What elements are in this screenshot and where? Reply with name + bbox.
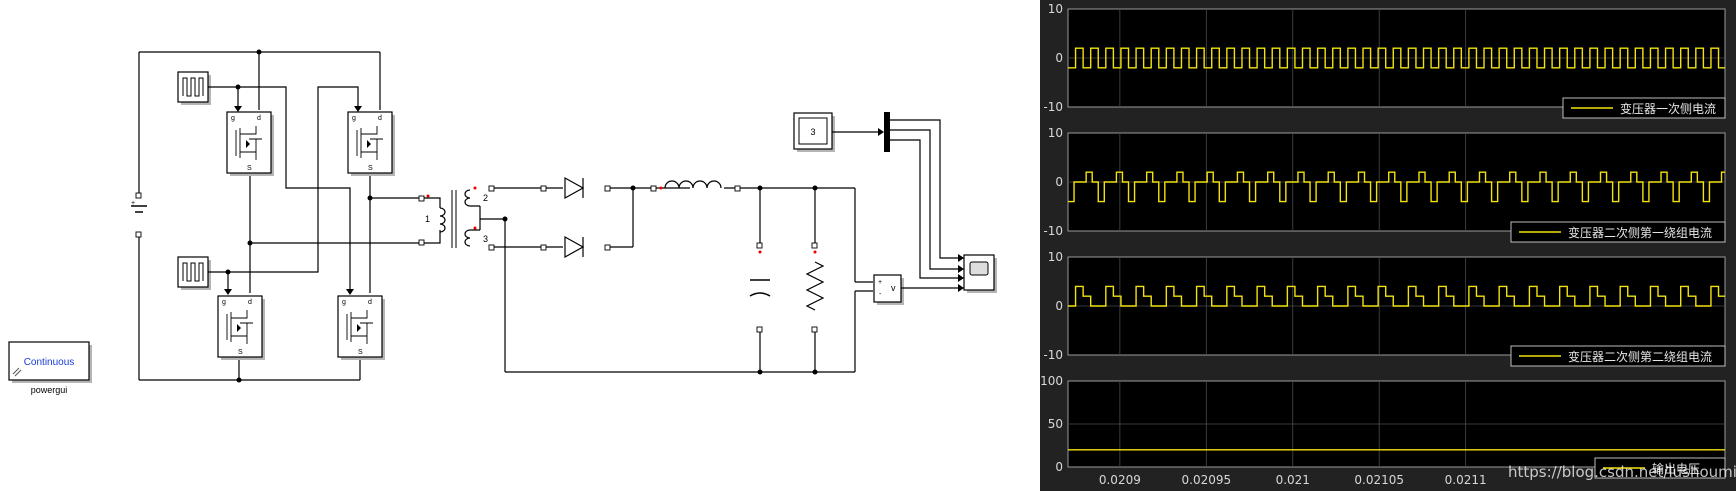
mosfet-1[interactable]: g d S — [226, 111, 274, 176]
powergui-block[interactable]: Continuous powergui — [8, 341, 92, 395]
powergui-label: powergui — [31, 385, 68, 395]
source-label: S — [238, 349, 243, 356]
gate-label: g — [222, 299, 226, 306]
x-tick-label: 0.02105 — [1354, 473, 1404, 487]
scope-plot-2[interactable]: 10 0 -10 变压器二次侧第一绕组电流 — [1043, 126, 1726, 243]
scope-plot-4[interactable]: 100 50 0 输出电压 — [1040, 374, 1726, 479]
capacitor[interactable] — [749, 188, 771, 372]
y-tick-label: 10 — [1048, 250, 1063, 264]
y-tick-label: 0 — [1055, 175, 1063, 189]
powergui-icon — [12, 367, 22, 377]
source-label: S — [247, 165, 252, 172]
drain-label: d — [248, 299, 252, 306]
source-label: S — [368, 165, 373, 172]
mux-block[interactable] — [884, 112, 964, 282]
mosfet-symbol-icon — [346, 310, 373, 344]
drain-label: d — [368, 299, 372, 306]
x-tick-label: 0.0211 — [1445, 473, 1487, 487]
vm-minus: - — [879, 291, 882, 298]
powergui-mode: Continuous — [24, 357, 75, 368]
transformer[interactable]: 1 2 3 — [418, 185, 508, 251]
secondary2-label: 3 — [483, 234, 488, 244]
watermark: https://blog.csdn.net/lushoumin — [1508, 463, 1736, 481]
dc-source[interactable]: + — [131, 52, 147, 380]
vm-plus: + — [878, 279, 882, 286]
secondary1-label: 2 — [483, 193, 488, 203]
primary-label: 1 — [425, 214, 430, 224]
constant-block[interactable]: 3 — [793, 112, 884, 152]
y-tick-label: 100 — [1040, 374, 1063, 388]
inductor[interactable] — [650, 180, 741, 192]
x-tick-label: 0.021 — [1276, 473, 1310, 487]
y-tick-label: 10 — [1048, 2, 1063, 16]
drain-label: d — [257, 115, 261, 122]
trace-line — [1068, 285, 1725, 307]
mosfet-2[interactable]: g d S — [347, 111, 395, 176]
mosfet-symbol-icon — [226, 310, 253, 344]
legend-label: 变压器二次侧第二绕组电流 — [1568, 349, 1712, 364]
scope-plot-3[interactable]: 10 0 -10 变压器二次侧第二绕组电流 — [1043, 250, 1726, 367]
scope-icon — [969, 261, 989, 276]
y-tick-label: 10 — [1048, 126, 1063, 140]
mosfet-3[interactable]: g d S — [217, 295, 265, 360]
legend-box — [1594, 457, 1726, 479]
pulse-generator-1[interactable] — [177, 71, 211, 105]
legend-label: 变压器二次侧第一绕组电流 — [1568, 225, 1712, 240]
x-axis-ticks: 0.0209 0.02095 0.021 0.02105 0.0211 — [1099, 473, 1487, 487]
pulse-icon — [182, 77, 204, 97]
gate-label: g — [231, 115, 235, 122]
legend-label: 变压器一次侧电流 — [1620, 101, 1716, 116]
mosfet-symbol-icon — [356, 126, 383, 160]
gate-label: g — [352, 115, 356, 122]
trace-line — [1068, 47, 1725, 69]
diode-1[interactable] — [540, 176, 611, 200]
x-tick-label: 0.0209 — [1099, 473, 1141, 487]
rectifier-wires — [494, 185, 873, 375]
mosfet-symbol-icon — [235, 126, 262, 160]
resistor[interactable] — [805, 188, 825, 372]
gate-label: g — [342, 299, 346, 306]
y-tick-label: -10 — [1043, 224, 1063, 238]
y-tick-label: -10 — [1043, 100, 1063, 114]
vm-label: v — [891, 283, 896, 293]
y-tick-label: 0 — [1055, 299, 1063, 313]
legend-label: 输出电压 — [1652, 461, 1700, 476]
y-tick-label: 0 — [1055, 51, 1063, 65]
simulink-model: Continuous powergui + — [8, 49, 997, 395]
source-label: S — [358, 349, 363, 356]
voltage-measurement[interactable]: + - v — [873, 274, 964, 305]
bridge-wires — [139, 49, 420, 383]
pulse-icon — [182, 262, 204, 282]
legend-box — [1562, 97, 1726, 119]
drain-label: d — [378, 115, 382, 122]
y-tick-label: -10 — [1043, 348, 1063, 362]
legend-box — [1510, 345, 1726, 367]
pulse-generator-2[interactable] — [177, 256, 211, 290]
legend-box — [1510, 221, 1726, 243]
y-tick-label: 0 — [1055, 460, 1063, 474]
constant-value: 3 — [810, 127, 815, 137]
trace-line — [1068, 171, 1725, 203]
y-tick-label: 50 — [1048, 417, 1063, 431]
battery-plus: + — [131, 200, 135, 207]
scope-plot-1[interactable]: 10 0 -10 变压器一次侧电流 — [1043, 2, 1726, 119]
scope-block[interactable] — [963, 254, 997, 293]
diode-2[interactable] — [540, 235, 611, 259]
x-tick-label: 0.02095 — [1182, 473, 1232, 487]
mosfet-4[interactable]: g d S — [337, 295, 385, 360]
